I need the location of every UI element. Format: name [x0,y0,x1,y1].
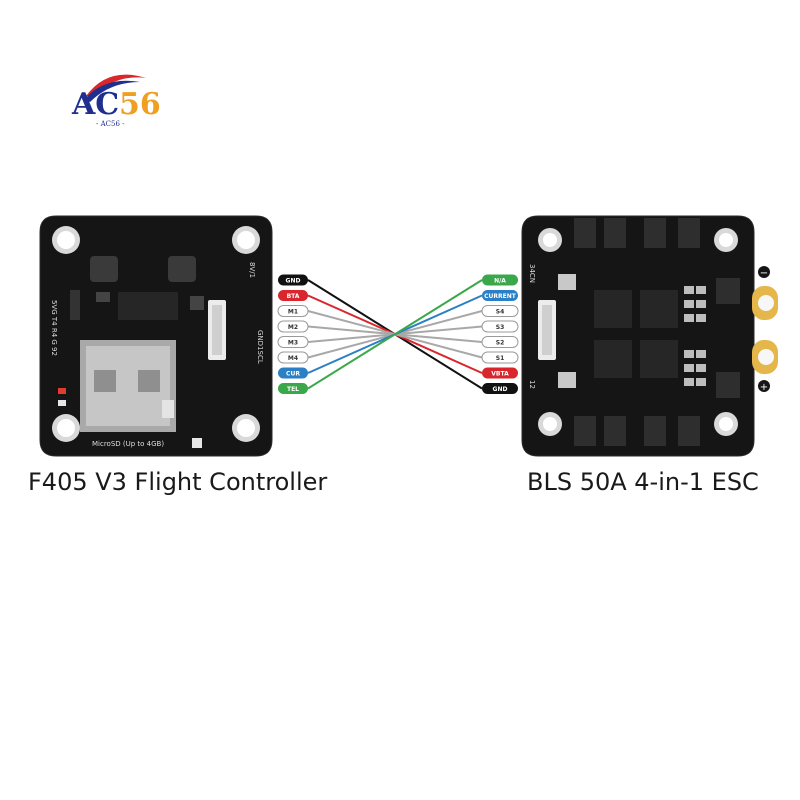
esc-pin-label: S3 [496,324,505,331]
esc-pin-s3: S3 [481,320,519,333]
fc-pin-gnd: GND [278,274,308,286]
wire-tel-to-na [307,279,483,390]
fc-pin-tel: TEL [278,383,308,394]
esc-pcb [521,215,755,457]
fc-pin-label: M4 [288,355,298,362]
esc-pin-s4: S4 [481,305,519,317]
fc-pin-label: CUR [286,371,300,378]
logo-text-main: AC [71,87,119,122]
esc-chip [640,340,678,378]
esc-pin-s2: S2 [481,336,519,348]
logo-swoosh-blue [84,80,140,102]
esc-pin-label: S2 [496,340,505,347]
esc-chip [594,340,632,378]
flight-controller-board: MicroSD (Up to 4GB) 8V/1 5VG T4 R4 G 92 … [39,215,273,457]
esc-pin-vbta: VBTA [482,367,518,379]
esc-pin-label: S1 [496,355,505,362]
esc-caption: BLS 50A 4-in-1 ESC [527,468,759,496]
esc-chip [594,290,632,328]
esc-pin-na: N/A [482,274,518,286]
fc-pin-m1: M1 [277,305,309,317]
esc-pin-label: GND [493,386,508,393]
ac56-logo: AC 56 - AC56 - [71,74,161,128]
esc-mounting-holes [538,228,738,436]
fc-silk-top: 8V/1 [248,262,256,278]
esc-pin-s1: S1 [481,351,519,364]
fc-pin-label: M1 [288,309,298,316]
logo-text-accent: 56 [119,87,161,122]
esc-pin-label: S4 [496,309,505,316]
fc-pin-bta: BTA [278,290,308,301]
fc-pin-m2: M2 [277,320,309,333]
esc-pin-label: N/A [494,278,506,285]
fc-pin-m4: M4 [277,351,309,364]
plus-icon: + [760,382,768,393]
esc-resistor-array [684,286,706,386]
fc-inductor [90,256,118,282]
wire-group [307,279,483,390]
esc-pin-label: VBTA [491,371,509,378]
fc-mounting-holes [52,226,260,442]
fc-pin-label: M3 [288,340,298,347]
fc-sd-label: MicroSD (Up to 4GB) [92,440,164,448]
esc-power-pads: − + [752,266,778,393]
fc-caption: F405 V3 Flight Controller [28,468,328,496]
fc-pin-label: GND [286,278,301,285]
esc-pin-gnd: GND [482,383,518,394]
esc-mosfets-top [574,218,700,248]
esc-mosfets-bottom [574,416,700,446]
esc-board: − + 34CN 12 [521,215,778,457]
minus-icon: − [760,268,768,279]
fc-silk-left: 5VG T4 R4 G 92 [50,300,58,356]
fc-pin-label: TEL [287,386,299,393]
fc-pin-label: M2 [288,324,298,331]
esc-pin-label: CURRENT [484,293,517,300]
fc-pin-m3: M3 [277,336,309,348]
esc-chip [640,290,678,328]
fc-silk-right: GND1SCL [256,330,264,364]
esc-silk-bottom: 12 [528,380,536,389]
fc-chip [118,292,178,320]
fc-pin-cur: CUR [278,367,308,379]
fc-inductor [168,256,196,282]
fc-pin-label: BTA [287,293,300,300]
fc-led [58,388,66,394]
logo-subtext: - AC56 - [96,120,125,128]
esc-pin-current: CURRENT [482,290,518,301]
esc-silk-top: 34CN [528,264,536,283]
